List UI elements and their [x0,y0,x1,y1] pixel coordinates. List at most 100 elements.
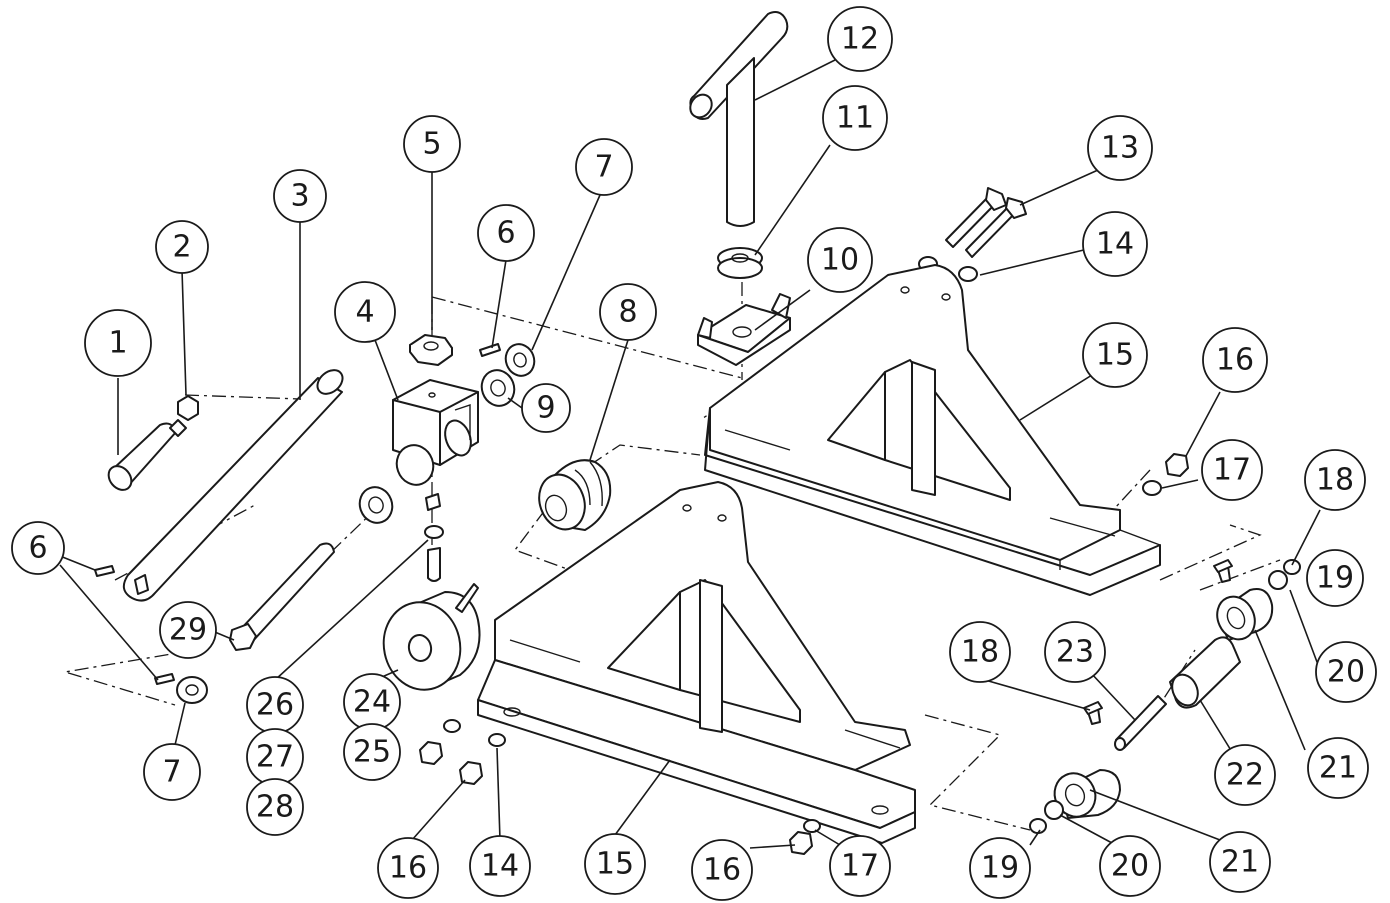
bearing-left [358,486,394,524]
callout-16-lower-left-label: 16 [389,851,427,886]
axis-block-to-bracket [431,296,743,379]
callout-20-upper: 20 [1315,641,1377,703]
callout-21-lower: 21 [1209,831,1271,893]
callout-12: 12 [827,6,893,72]
callout-14-lower-label: 14 [481,849,519,884]
callout-23-label: 23 [1056,635,1094,670]
callout-16-right-label: 16 [1216,343,1254,378]
callout-13-label: 13 [1101,131,1139,166]
callout-19-upper-label: 19 [1316,561,1354,596]
callout-7-upper-label: 7 [594,150,613,185]
axis-bushing-upper [1159,524,1262,581]
callout-2-label: 2 [172,230,191,265]
callout-11-label: 11 [836,101,874,136]
callout-13: 13 [1087,115,1153,181]
callout-2: 2 [155,220,209,274]
callout-23: 23 [1044,621,1106,683]
callout-14-upper: 14 [1082,211,1148,277]
callout-17-right-label: 17 [1213,453,1251,488]
callout-3-label: 3 [290,179,309,214]
callout-27: 27 [246,728,304,786]
callout-6-upper-label: 6 [496,216,515,251]
callout-29-label: 29 [169,613,207,648]
rod-29 [229,542,335,651]
callout-28: 28 [246,778,304,836]
callout-25: 25 [343,723,401,781]
callout-20-lower: 20 [1099,835,1161,897]
right-nut-washer [1142,453,1189,496]
callout-12-label: 12 [841,22,879,57]
axis-shaft-to-bearing [64,649,196,706]
callout-5: 5 [403,115,461,173]
thrust-washer [717,247,763,279]
callout-22: 22 [1214,744,1276,806]
small-bolt-26 [424,493,444,582]
callout-26: 26 [246,676,304,734]
callout-24-label: 24 [353,685,391,720]
bearing-lower-left [176,676,208,704]
callout-19-lower: 19 [969,837,1031,899]
pin-lower-left [94,565,175,685]
callout-4: 4 [334,281,396,343]
callout-16-right: 16 [1202,327,1268,393]
u-bracket [697,293,791,366]
callout-10: 10 [807,227,873,293]
callout-18-upper: 18 [1304,449,1366,511]
callout-10-label: 10 [821,243,859,278]
callout-7-upper: 7 [575,138,633,196]
callout-18-upper-label: 18 [1316,463,1354,498]
callout-6-upper: 6 [477,204,535,262]
callout-3: 3 [273,169,327,223]
callout-14-lower: 14 [469,835,531,897]
callout-17-lower: 17 [829,835,891,897]
callout-21-upper-label: 21 [1319,751,1357,786]
callout-5-label: 5 [422,127,441,162]
pivot-assembly [1029,559,1301,834]
callout-26-label: 26 [256,688,294,723]
callout-7-lower: 7 [143,743,201,801]
callout-19-upper: 19 [1306,549,1364,607]
upper-frame [704,264,1161,596]
lower-fasteners [419,719,821,855]
callout-9-label: 9 [536,391,555,426]
callout-8: 8 [599,283,657,341]
callout-9: 9 [521,383,571,433]
hex-nut-top [409,334,453,366]
callout-27-label: 27 [256,740,294,775]
callout-15-upper-label: 15 [1096,338,1134,373]
callout-16-lower-left: 16 [377,837,439,899]
callout-25-label: 25 [353,735,391,770]
callout-17-right: 17 [1201,439,1263,501]
callout-17-lower-label: 17 [841,849,879,884]
axis-collar-upper [1199,559,1281,591]
callout-19-lower-label: 19 [981,851,1019,886]
leader-lines [39,59,1321,851]
axis-collar-lower [924,714,1031,831]
callout-29: 29 [159,601,217,659]
t-handle [689,11,789,227]
callout-28-label: 28 [256,790,294,825]
callout-20-lower-label: 20 [1111,849,1149,884]
callout-6-left-label: 6 [28,531,47,566]
wheel [382,583,481,691]
callout-21-upper: 21 [1307,737,1369,799]
pin-upper [479,343,501,357]
callout-15-upper: 15 [1082,322,1148,388]
bolts-upper [918,187,1027,282]
callout-16-lower-center: 16 [691,839,753,901]
callout-14-upper-label: 14 [1096,227,1134,262]
callout-11: 11 [822,85,888,151]
callout-6-left: 6 [11,521,65,575]
callout-4-label: 4 [355,295,374,330]
main-shaft [122,369,344,602]
lower-frame [477,481,916,844]
callout-24: 24 [343,673,401,731]
callout-18-lower: 18 [949,621,1011,683]
callout-16-lower-center-label: 16 [703,853,741,888]
handle-grip [107,419,187,491]
bearing-upper [504,343,536,377]
callout-22-label: 22 [1226,758,1264,793]
callout-8-label: 8 [618,295,637,330]
